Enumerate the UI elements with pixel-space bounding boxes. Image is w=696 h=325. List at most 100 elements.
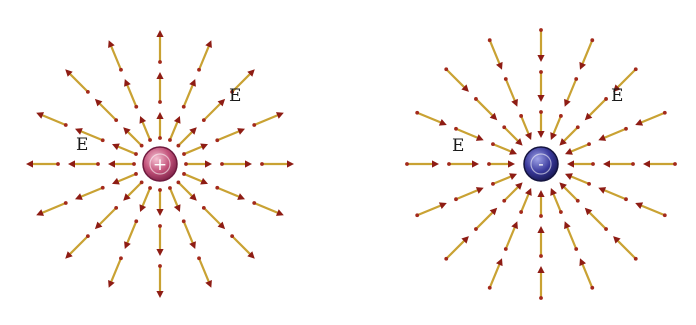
field-arrow xyxy=(519,188,531,214)
field-arrow xyxy=(488,38,503,69)
positive-charge: + xyxy=(143,147,177,181)
field-arrow-tail-dot xyxy=(132,162,136,166)
field-arrow-head xyxy=(537,266,544,273)
field-arrow-line xyxy=(642,113,665,123)
field-arrow xyxy=(36,112,67,127)
field-arrow-tail-dot xyxy=(474,97,478,101)
field-arrow-head xyxy=(156,291,163,298)
field-arrow xyxy=(444,67,469,92)
field-arrow-tail-dot xyxy=(519,114,523,118)
field-arrow-head xyxy=(156,72,163,79)
field-arrow-line xyxy=(446,69,464,87)
field-arrow-line xyxy=(170,188,177,206)
field-arrow-line xyxy=(583,40,593,63)
field-arrow xyxy=(156,30,163,64)
field-arrow-line xyxy=(504,187,517,200)
field-arrow-line xyxy=(199,258,209,281)
field-arrow xyxy=(447,160,479,167)
field-arrow xyxy=(182,172,208,184)
field-arrow xyxy=(491,142,517,154)
field-arrow-line xyxy=(204,208,220,224)
field-arrow-tail-dot xyxy=(148,138,152,142)
field-arrow xyxy=(112,144,138,156)
field-arrow-line xyxy=(567,228,576,249)
field-arrow-tail-dot xyxy=(444,67,448,71)
field-arrow xyxy=(474,97,497,120)
field-arrow xyxy=(168,186,180,212)
field-arrow xyxy=(156,188,163,216)
field-arrow-tail-dot xyxy=(140,180,144,184)
field-arrow-tail-dot xyxy=(202,206,206,210)
field-arrow-line xyxy=(571,177,589,184)
field-arrow-tail-dot xyxy=(134,105,138,109)
field-arrow xyxy=(252,201,283,216)
field-arrow-line xyxy=(217,131,238,140)
field-arrow-line xyxy=(128,182,141,195)
field-arrow-line xyxy=(571,144,589,151)
field-arrow-tail-dot xyxy=(454,127,458,131)
field-arrow xyxy=(504,221,518,251)
field-arrow-tail-dot xyxy=(215,138,219,142)
field-arrow-tail-dot xyxy=(101,186,105,190)
field-arrow-tail-dot xyxy=(634,257,638,261)
field-arrow-tail-dot xyxy=(604,227,608,231)
field-arrow-tail-dot xyxy=(539,110,543,114)
field-arrow xyxy=(108,256,123,287)
field-arrow-line xyxy=(417,206,440,216)
field-arrow xyxy=(168,116,180,142)
field-arrow-line xyxy=(70,74,88,92)
field-arrow xyxy=(585,97,608,120)
field-arrow-tail-dot xyxy=(474,227,478,231)
field-arrow-tail-dot xyxy=(624,197,628,201)
field-arrow xyxy=(156,224,163,256)
field-arrow xyxy=(260,160,294,167)
field-arrow-tail-dot xyxy=(86,90,90,94)
field-arrow-head xyxy=(156,209,163,216)
field-arrow xyxy=(519,114,531,140)
field-arrow-tail-dot xyxy=(260,162,264,166)
field-arrow-tail-dot xyxy=(197,68,201,72)
field-arrow-tail-dot xyxy=(134,172,138,176)
field-arrow-line xyxy=(642,206,665,216)
field-arrow-tail-dot xyxy=(86,234,90,238)
field-arrow xyxy=(112,172,138,184)
field-arrow-tail-dot xyxy=(539,28,543,32)
negative-charge: - xyxy=(524,147,558,181)
field-arrow-line xyxy=(417,113,440,123)
field-arrow-tail-dot xyxy=(559,114,563,118)
field-arrow xyxy=(202,99,225,122)
field-arrow-line xyxy=(199,47,209,70)
field-arrow xyxy=(444,236,469,261)
field-arrow-tail-dot xyxy=(576,125,580,129)
field-arrow xyxy=(415,202,446,217)
field-arrow xyxy=(537,190,544,218)
field-arrow-line xyxy=(111,258,121,281)
field-arrow xyxy=(565,142,591,154)
field-arrow-tail-dot xyxy=(230,234,234,238)
negative-charge-sign: - xyxy=(538,155,543,173)
field-arrow-line xyxy=(618,69,636,87)
field-arrow-line xyxy=(128,132,141,145)
field-arrow-line xyxy=(232,236,250,254)
field-arrow-line xyxy=(493,177,511,184)
field-arrow-tail-dot xyxy=(182,105,186,109)
field-arrow-tail-dot xyxy=(504,77,508,81)
field-arrow xyxy=(487,160,515,167)
field-arrow-tail-dot xyxy=(574,247,578,251)
field-arrow xyxy=(559,125,579,145)
field-label-e: E xyxy=(452,136,464,156)
field-arrow-tail-dot xyxy=(114,206,118,210)
field-arrow-head xyxy=(508,160,515,167)
field-arrow-line xyxy=(564,127,577,140)
field-arrow-tail-dot xyxy=(168,138,172,142)
field-arrow-line xyxy=(605,190,626,199)
field-arrow-line xyxy=(564,187,577,200)
field-arrow xyxy=(635,202,666,217)
field-arrow-line xyxy=(476,213,492,229)
field-label-e: E xyxy=(76,135,88,155)
field-arrow xyxy=(156,112,163,140)
field-arrow xyxy=(550,114,562,140)
field-arrow-tail-dot xyxy=(158,264,162,268)
field-arrow-tail-dot xyxy=(134,219,138,223)
field-arrow-line xyxy=(170,122,177,140)
